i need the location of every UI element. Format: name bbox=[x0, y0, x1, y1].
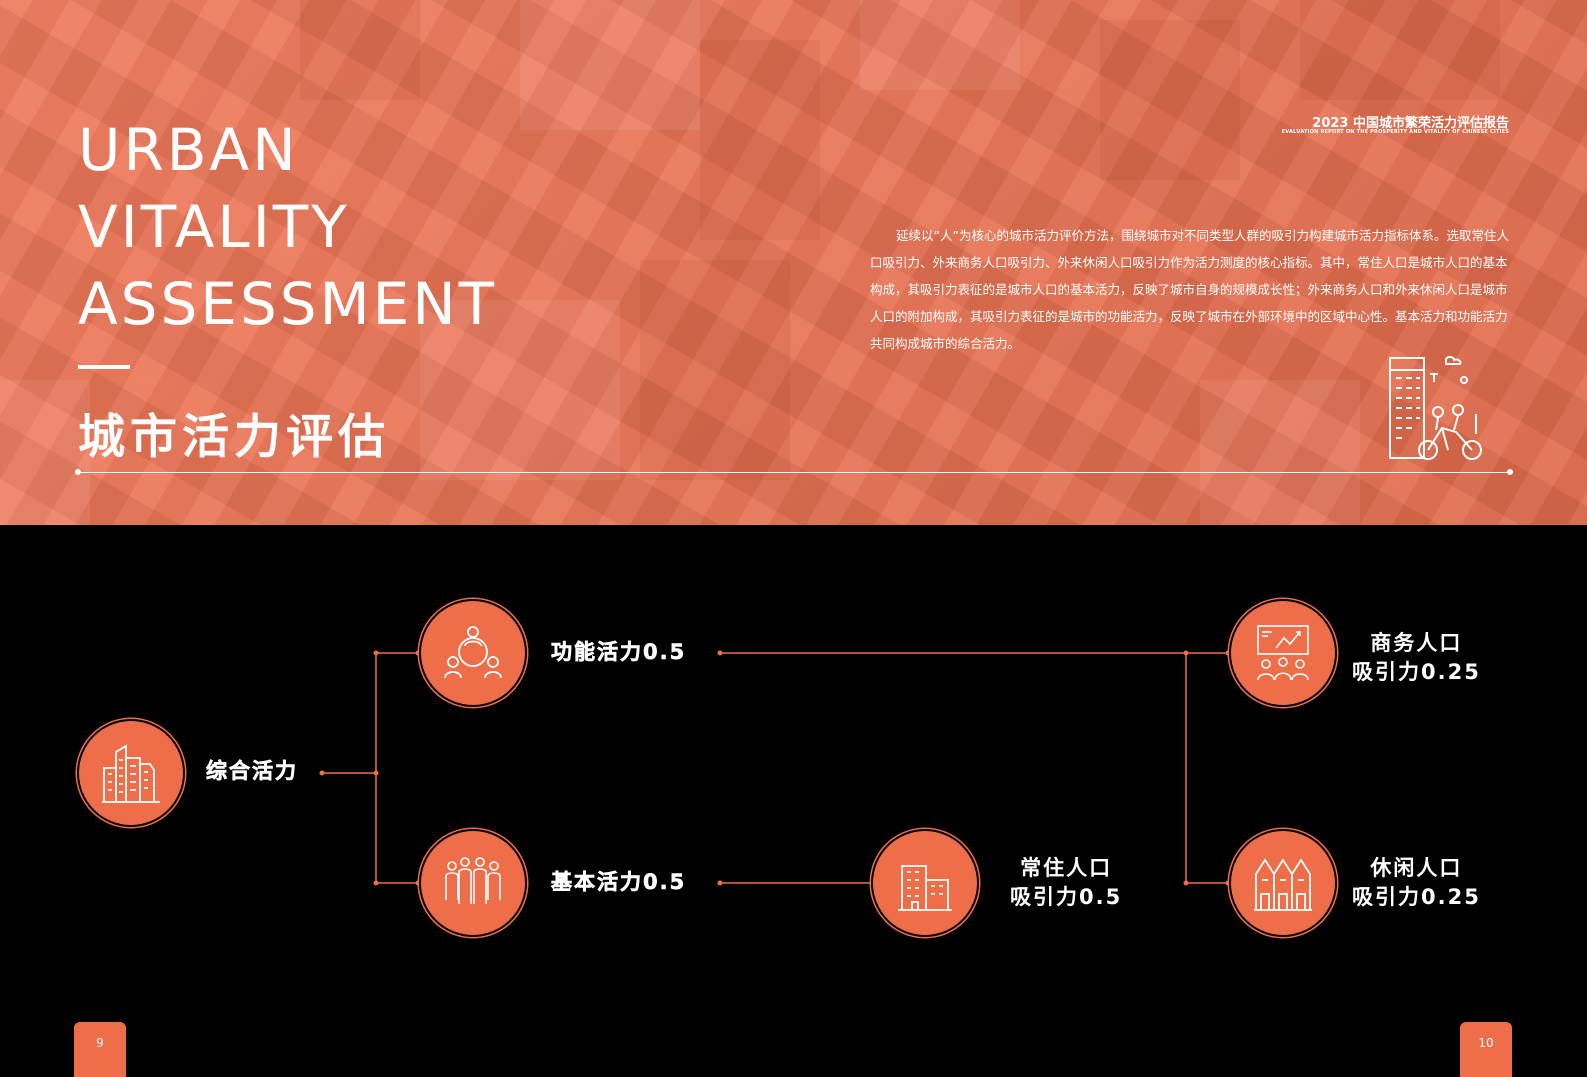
node-resident bbox=[873, 831, 977, 935]
bg-block bbox=[300, 0, 420, 100]
node-comprehensive bbox=[79, 721, 183, 825]
houses-icon bbox=[1254, 858, 1312, 911]
node-functional bbox=[421, 601, 525, 705]
bg-block bbox=[1300, 0, 1500, 100]
label-line: 吸引力0.25 bbox=[1352, 885, 1481, 909]
label-line: 休闲人口 bbox=[1370, 856, 1463, 880]
page-number-right: 10 bbox=[1460, 1022, 1512, 1077]
label-business: 商务人口 吸引力0.25 bbox=[1352, 629, 1481, 687]
buildings-icon bbox=[102, 744, 160, 803]
bg-block bbox=[1100, 20, 1240, 180]
bg-block bbox=[640, 260, 790, 480]
bg-block bbox=[520, 0, 700, 130]
apartment-icon bbox=[898, 865, 952, 911]
report-title-en: EVALUATION REPORT ON THE PROSPERITY AND … bbox=[1281, 129, 1509, 135]
label-leisure: 休闲人口 吸引力0.25 bbox=[1352, 854, 1481, 912]
label-line: 商务人口 bbox=[1370, 631, 1463, 655]
hero-banner: URBAN VITALITY ASSESSMENT 城市活力评估 2023 中国… bbox=[0, 0, 1587, 525]
crowd-icon bbox=[445, 857, 501, 904]
vitality-diagram: 综合活力 功能活力0.5 基本活力0.5 常住人口 吸引力0.5 bbox=[0, 525, 1587, 1077]
label-line: 吸引力0.25 bbox=[1352, 660, 1481, 684]
label-comprehensive: 综合活力 bbox=[206, 759, 298, 784]
bg-block bbox=[1200, 380, 1360, 525]
line-endpoint bbox=[75, 469, 81, 475]
node-leisure bbox=[1231, 831, 1335, 935]
label-resident: 常住人口 吸引力0.5 bbox=[1010, 854, 1122, 912]
chinese-title: 城市活力评估 bbox=[78, 410, 390, 465]
bg-block bbox=[420, 300, 620, 480]
page-number-left: 9 bbox=[74, 1022, 126, 1077]
node-business bbox=[1231, 601, 1335, 705]
title-line: URBAN bbox=[78, 116, 299, 184]
hero-divider-line bbox=[78, 472, 1510, 473]
city-cyclist-icon bbox=[1389, 356, 1482, 460]
label-basic: 基本活力0.5 bbox=[551, 870, 687, 895]
connector-lines bbox=[319, 650, 1231, 886]
report-title-cn: 2023 中国城市繁荣活力评估报告 bbox=[1312, 116, 1509, 131]
bg-block bbox=[700, 40, 820, 240]
description-paragraph: 延续以“人”为核心的城市活力评价方法，围绕城市对不同类型人群的吸引力构建城市活力… bbox=[870, 228, 1509, 351]
line-endpoint bbox=[1507, 469, 1513, 475]
title-line: VITALITY bbox=[78, 193, 350, 261]
bg-block bbox=[860, 0, 1020, 90]
label-line: 常住人口 bbox=[1020, 856, 1113, 880]
presentation-audience-icon bbox=[1257, 625, 1309, 681]
title-line: ASSESSMENT bbox=[78, 270, 498, 338]
title-divider bbox=[78, 365, 130, 369]
team-circle-icon bbox=[444, 626, 502, 679]
label-line: 吸引力0.5 bbox=[1010, 885, 1123, 909]
english-title: URBAN VITALITY ASSESSMENT bbox=[78, 112, 497, 343]
label-functional: 功能活力0.5 bbox=[551, 640, 687, 665]
bg-block bbox=[0, 380, 90, 525]
node-basic bbox=[421, 831, 525, 935]
